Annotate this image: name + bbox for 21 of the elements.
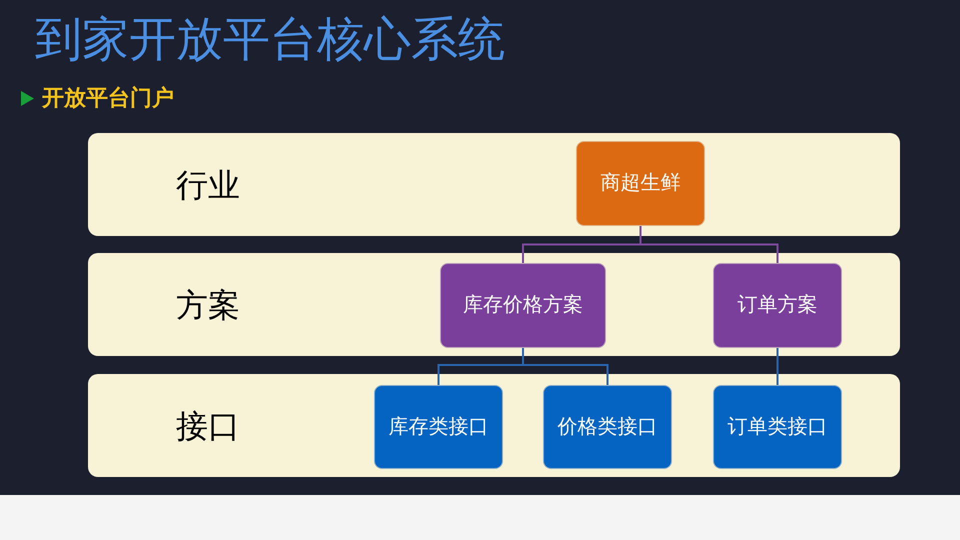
node-label: 商超生鲜 [600,171,680,196]
node-label: 订单类接口 [728,414,828,440]
tier-band [88,133,900,236]
tier-label: 方案 [176,288,240,320]
solution-box [440,263,606,348]
node-label: 订单方案 [738,293,818,318]
interface-box [713,385,842,469]
tier-label: 接口 [176,410,240,442]
node-label: 价格类接口 [558,414,658,440]
tier-band [88,374,900,477]
interface-box [543,385,672,469]
section-heading: 开放平台门户 [42,85,174,111]
node-label: 库存类接口 [388,414,488,440]
tier-band [88,253,900,356]
slide-title: 到家开放平台核心系统 [35,12,505,68]
node-label: 库存价格方案 [463,293,583,318]
solution-box [713,263,842,348]
connector-line [776,348,778,385]
industry-box [576,141,705,226]
tier-label: 行业 [176,168,240,200]
interface-box [374,385,503,469]
